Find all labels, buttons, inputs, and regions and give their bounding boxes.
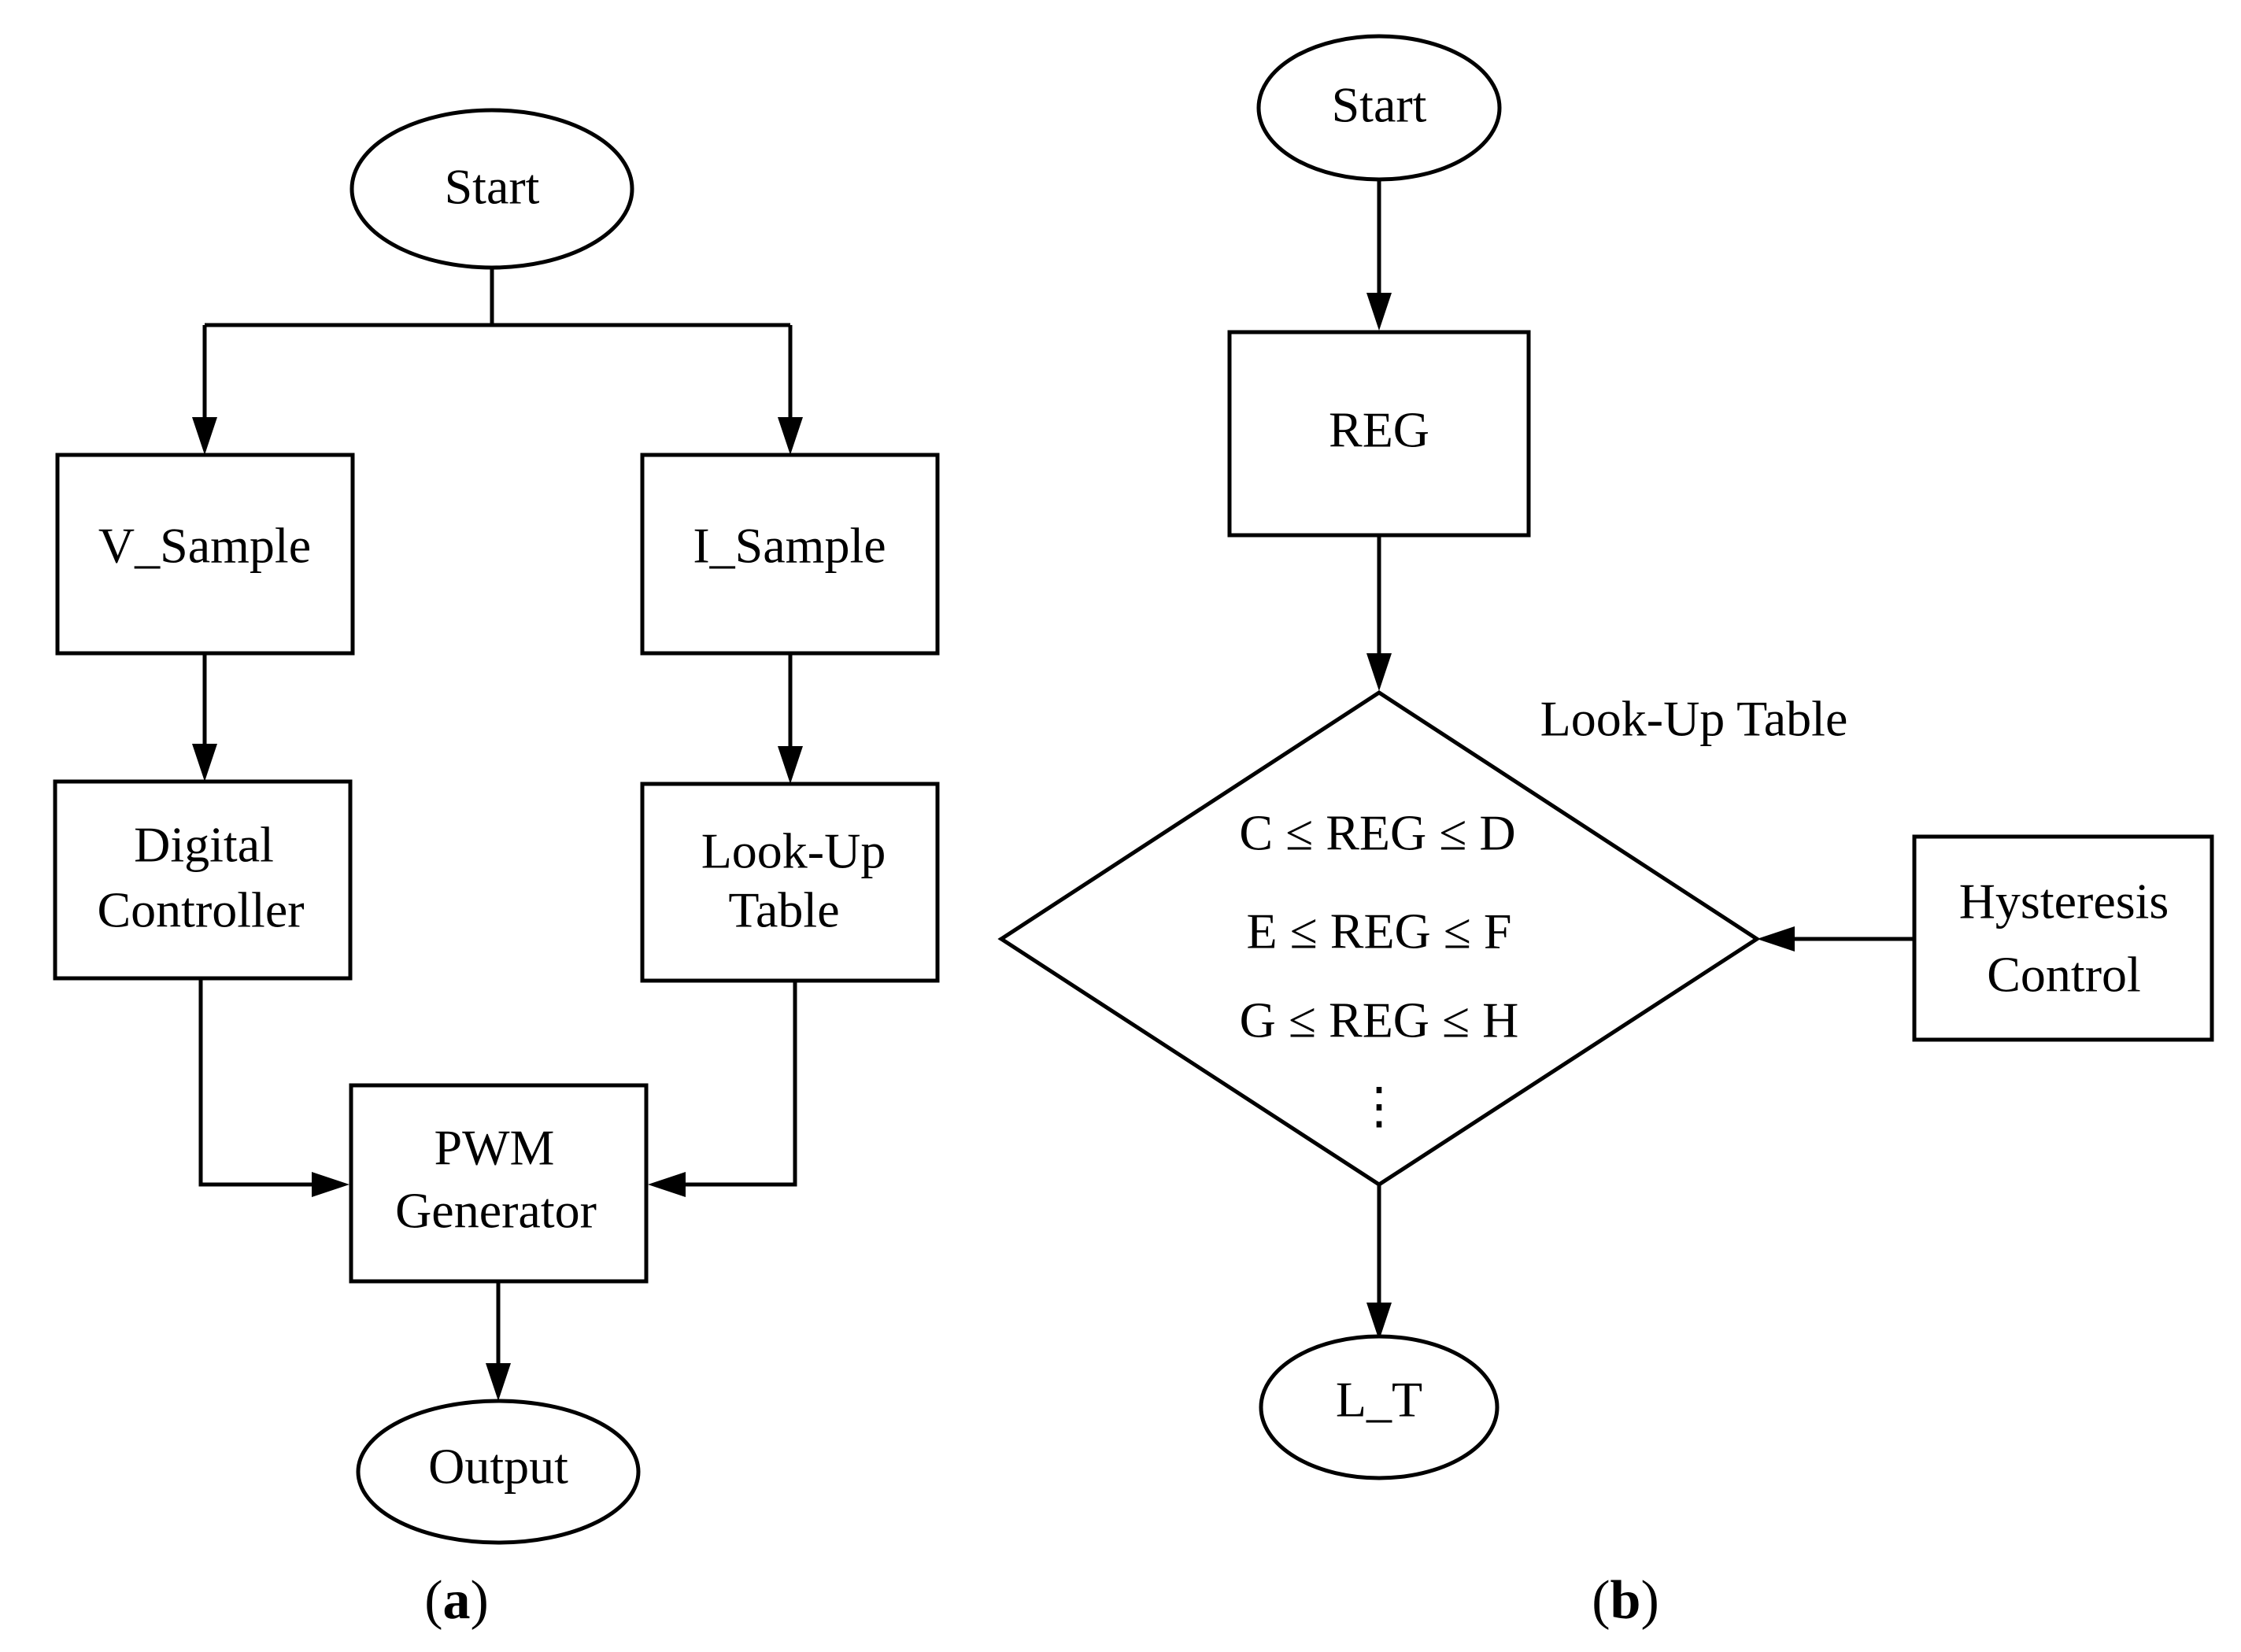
hysteresis-label-line2: Control — [1987, 947, 2141, 1003]
arrowhead-controller-to-pwm — [312, 1172, 349, 1197]
lookup-table-title: Look-Up Table — [1540, 691, 1848, 747]
i-sample-label: I_Sample — [693, 518, 886, 574]
v-sample-box: V_Sample — [55, 453, 355, 656]
output-label: Output — [428, 1439, 568, 1495]
condition-ellipsis: ⋮ — [1354, 1078, 1404, 1134]
lookup-decision: C ≤ REG ≤ D E ≤ REG ≤ F G ≤ REG ≤ H ⋮ — [997, 690, 1761, 1187]
arrowhead-hysteresis-to-lookup — [1757, 926, 1795, 952]
hysteresis-control-box: Hysteresis Control — [1912, 834, 2214, 1042]
lookup-table-label-line1: Look-Up — [701, 823, 886, 879]
digital-controller-label-line1: Digital — [134, 817, 274, 873]
start-node-a-label: Start — [445, 159, 540, 215]
condition-e-f: E ≤ REG ≤ F — [1247, 904, 1512, 959]
connector-lookup-to-pwm — [686, 981, 797, 1187]
caption-a: (a) — [424, 1570, 489, 1631]
condition-c-d: C ≤ REG ≤ D — [1239, 805, 1515, 861]
caption-a-letter: a — [443, 1570, 471, 1631]
pwm-generator-label-line2: Generator — [395, 1183, 597, 1239]
arrowhead-to-v-sample — [192, 417, 217, 455]
pwm-generator-box: PWM Generator — [349, 1083, 649, 1284]
lt-node: L_T — [1259, 1334, 1500, 1480]
i-sample-box: I_Sample — [640, 453, 940, 656]
arrowhead-to-lookup-diamond — [1366, 653, 1392, 691]
pwm-generator-label-line1: PWM — [435, 1120, 555, 1176]
lookup-table-label-line2: Table — [728, 882, 839, 938]
start-node-b-label: Start — [1332, 77, 1427, 133]
arrowhead-to-i-sample — [778, 417, 803, 455]
diagram-b: Start REG C ≤ REG ≤ D E ≤ REG ≤ F G ≤ RE… — [997, 34, 2214, 1631]
lt-label: L_T — [1336, 1372, 1422, 1428]
lookup-table-box: Look-Up Table — [640, 782, 940, 983]
diagram-b-connectors — [1366, 179, 1913, 1340]
arrowhead-lookup-to-pwm — [648, 1172, 686, 1197]
caption-b: (b) — [1592, 1570, 1659, 1631]
connector-controller-to-pwm — [198, 978, 312, 1187]
diagram-a-connectors — [192, 268, 803, 1401]
hysteresis-label-line1: Hysteresis — [1959, 874, 2169, 929]
arrowhead-to-lt — [1366, 1303, 1392, 1340]
start-node-a: Start — [349, 108, 634, 270]
arrowhead-to-reg — [1366, 293, 1392, 331]
output-node: Output — [356, 1399, 641, 1545]
arrowhead-to-lookup-table — [778, 746, 803, 784]
reg-label: REG — [1329, 402, 1429, 458]
reg-box: REG — [1227, 330, 1531, 538]
digital-controller-box: Digital Controller — [53, 779, 353, 981]
digital-controller-label-line2: Controller — [97, 882, 304, 938]
start-node-b: Start — [1256, 34, 1502, 182]
condition-g-h: G ≤ REG ≤ H — [1240, 992, 1519, 1048]
connector-start-split — [202, 268, 793, 417]
caption-b-letter: b — [1610, 1570, 1641, 1631]
v-sample-label: V_Sample — [98, 518, 311, 574]
arrowhead-to-output — [486, 1363, 511, 1401]
diagram-a: Start V_Sample I_Sample Digital Controll… — [53, 108, 940, 1631]
arrowhead-to-digital-controller — [192, 744, 217, 782]
